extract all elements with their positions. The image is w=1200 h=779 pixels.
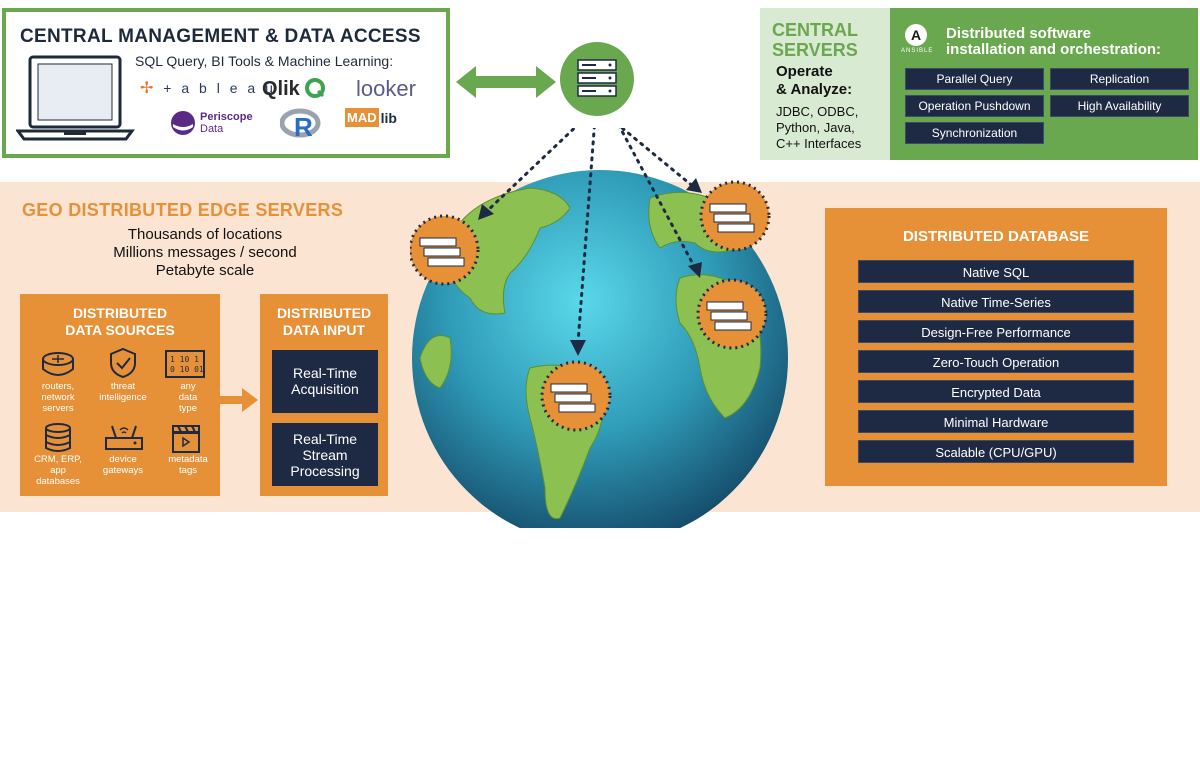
edge-server-nodes (410, 180, 771, 432)
edge-server-sa (540, 360, 612, 432)
feature-high-availability: High Availability (1050, 95, 1189, 117)
edge-line-locations: Thousands of locations (127, 226, 283, 243)
central-management-subtitle: SQL Query, BI Tools & Machine Learning: (135, 53, 394, 69)
svg-text:1 10 1: 1 10 1 (170, 355, 199, 364)
edge-server-eu (699, 180, 771, 252)
interfaces-list: JDBC, ODBC, Python, Java, C++ Interfaces (776, 104, 861, 152)
ansible-logo-icon: A (905, 24, 927, 46)
db-feature-design-free-performance: Design-Free Performance (858, 320, 1134, 343)
periscope-data-logo: Periscope Data (170, 110, 253, 136)
globe-illustration (410, 128, 788, 528)
distributed-software-title-line2: installation and orchestration: (946, 41, 1162, 58)
interfaces-line: JDBC, ODBC, (776, 104, 859, 119)
periscope-line1: Periscope (200, 111, 253, 123)
edge-servers-title: GEO DISTRIBUTED EDGE SERVERS (22, 200, 344, 220)
interfaces-line: Python, Java, (776, 120, 855, 135)
shield-icon (110, 347, 136, 379)
edge-line-messages: Millions messages / second (113, 244, 297, 261)
madlib-logo: MAD lib (345, 108, 397, 127)
qlik-logo: Qlik (262, 78, 326, 101)
binary-data-icon: 1 10 1 0 10 01 (165, 350, 205, 378)
feature-operation-pushdown: Operation Pushdown (905, 95, 1044, 117)
distributed-database-title: DISTRIBUTED DATABASE (902, 228, 1090, 245)
tableau-logo: ✢ + a b l e a u (140, 80, 276, 97)
qlik-logo-text: Qlik (262, 78, 300, 100)
db-feature-native-time-series: Native Time-Series (858, 290, 1134, 313)
data-input-title: DISTRIBUTED DATA INPUT (260, 305, 388, 339)
central-servers-title-line2: SERVERS (772, 40, 858, 60)
clapperboard-icon (172, 425, 200, 453)
r-logo: R (280, 108, 324, 142)
tableau-logo-text: + a b l e a u (163, 80, 276, 96)
feature-parallel-query: Parallel Query (905, 68, 1044, 90)
data-source-label-crm: CRM, ERP, app databases (34, 454, 82, 487)
distributed-database-panel (825, 208, 1167, 486)
central-management-title: CENTRAL MANAGEMENT & DATA ACCESS (20, 26, 421, 47)
db-feature-scalable: Scalable (CPU/GPU) (858, 440, 1134, 463)
db-feature-minimal-hardware: Minimal Hardware (858, 410, 1134, 433)
data-source-label-gateways: device gateways (102, 454, 144, 476)
data-input-title-line1: DISTRIBUTED (276, 305, 372, 321)
db-feature-encrypted-data: Encrypted Data (858, 380, 1134, 403)
svg-text:0 10 01: 0 10 01 (170, 365, 204, 374)
data-source-label-metadata: metadata tags (168, 454, 208, 476)
looker-logo: looker (356, 76, 416, 101)
edge-server-na (410, 214, 480, 286)
data-sources-title-line1: DISTRIBUTED (72, 305, 168, 321)
data-input-title-line2: DATA INPUT (282, 322, 366, 338)
edge-server-africa (696, 278, 768, 350)
laptop-icon (16, 55, 135, 141)
database-icon (45, 423, 71, 452)
bidirectional-arrow-icon (456, 66, 556, 98)
r-ring-icon (280, 108, 321, 138)
operate-line2: & Analyze: (776, 81, 853, 98)
right-arrow-icon (220, 388, 258, 412)
ansible-wordmark: ANSIBLE (901, 48, 934, 54)
real-time-acquisition-block: Real-Time Acquisition (272, 350, 378, 413)
central-servers-title: CENTRAL SERVERS (772, 20, 858, 60)
feature-replication: Replication (1050, 68, 1189, 90)
gateway-icon (105, 425, 143, 450)
db-feature-zero-touch-operation: Zero-Touch Operation (858, 350, 1134, 373)
r-letter: R (294, 112, 313, 142)
data-sources-panel (20, 294, 220, 496)
periscope-line2: Data (200, 123, 224, 135)
central-servers-panel (760, 8, 890, 160)
data-source-label-any-data: any data type (178, 381, 198, 414)
madlib-mad: MAD (345, 108, 379, 127)
madlib-lib: lib (380, 109, 397, 126)
db-feature-native-sql: Native SQL (858, 260, 1134, 283)
periscope-icon (171, 111, 195, 135)
operate-analyze-heading: Operate & Analyze: (776, 63, 852, 99)
data-sources-title-line2: DATA SOURCES (65, 322, 175, 338)
feature-synchronization: Synchronization (905, 122, 1044, 144)
connection-arrows (483, 128, 697, 345)
data-source-label-threat: threat intelligence (99, 381, 147, 403)
distributed-software-title: Distributed software installation and or… (946, 26, 1161, 58)
interfaces-line: C++ Interfaces (776, 136, 862, 151)
data-sources-title: DISTRIBUTED DATA SOURCES (20, 305, 220, 339)
distributed-software-title-line1: Distributed software (946, 25, 1092, 42)
real-time-stream-processing-block: Real-Time Stream Processing (272, 423, 378, 486)
central-servers-title-line1: CENTRAL (772, 20, 858, 40)
operate-line1: Operate (776, 63, 833, 80)
qlik-q-icon (305, 78, 326, 98)
arrowheads (478, 178, 702, 356)
data-source-label-routers: routers, network servers (41, 381, 75, 414)
router-icon (42, 352, 74, 376)
edge-line-scale: Petabyte scale (155, 262, 255, 279)
central-server-node (560, 42, 634, 116)
server-stack-icon (577, 59, 617, 97)
